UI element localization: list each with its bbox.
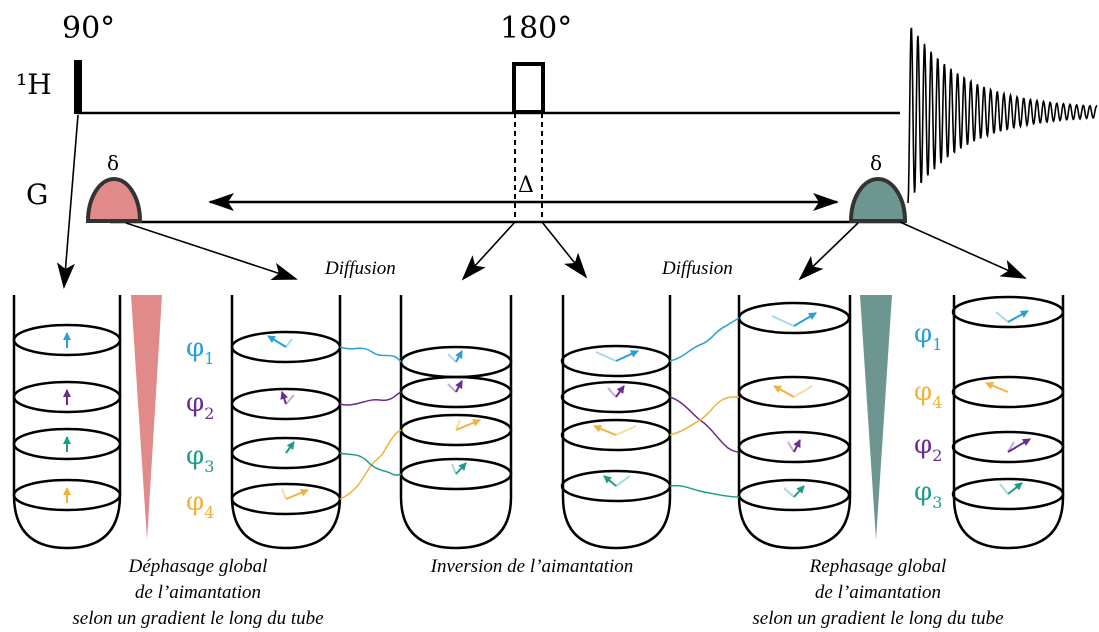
caption-line: de l’aimantation [815,582,941,603]
phase-labels-2: φ1 φ4 φ2 φ3 [914,319,942,512]
pulse-90-label: 90° [62,11,115,46]
phase-label: φ3 [186,441,214,476]
phase-label: φ4 [914,377,942,412]
gradient-pulse-2 [848,177,908,223]
phase-label: φ1 [186,333,214,368]
diffusion-paths [339,317,740,500]
fid-signal [900,18,1098,204]
pulse-180-label: 180° [500,11,572,46]
gradient-wedge-positive [131,295,162,540]
pulse-180 [512,62,545,114]
tube-5 [737,295,852,550]
phase-label: φ2 [914,430,942,465]
gradient-delta-1: δ [107,151,119,175]
spin-vectors [63,310,1031,503]
channel-h-label: ¹H [16,68,52,101]
gradient-wedge-negative [860,295,892,540]
pulse-90 [74,60,82,114]
connector-arrows [56,114,1027,289]
caption-line: Déphasage global [128,556,268,577]
phase-label: φ1 [914,319,942,354]
diffusion-label-1: Diffusion [324,258,396,279]
tube-4 [560,295,672,550]
tube-6 [951,295,1065,550]
phase-label: φ3 [914,477,942,512]
caption-right: Rephasage global de l’aimantation selon … [752,556,1003,629]
gradient-pulse-1 [85,177,143,223]
tube-2 [230,295,342,550]
phase-labels-1: φ1 φ2 φ3 φ4 [186,333,214,522]
diffusion-label-2: Diffusion [661,258,733,279]
caption-line: selon un gradient le long du tube [72,608,323,629]
phase-label: φ4 [186,487,214,522]
tube-3 [399,295,513,550]
caption-line: selon un gradient le long du tube [752,608,1003,629]
delay-label: Δ [518,173,534,198]
caption-left: Déphasage global de l’aimantation selon … [72,556,323,629]
tube-1 [12,295,122,550]
channel-g-label: G [26,178,48,211]
caption-line: de l’aimantation [135,582,261,603]
caption-center: Inversion de l’aimantation [430,556,634,577]
caption-line: Rephasage global [809,556,947,577]
gradient-delta-2: δ [870,151,882,175]
phase-label: φ2 [186,388,214,423]
